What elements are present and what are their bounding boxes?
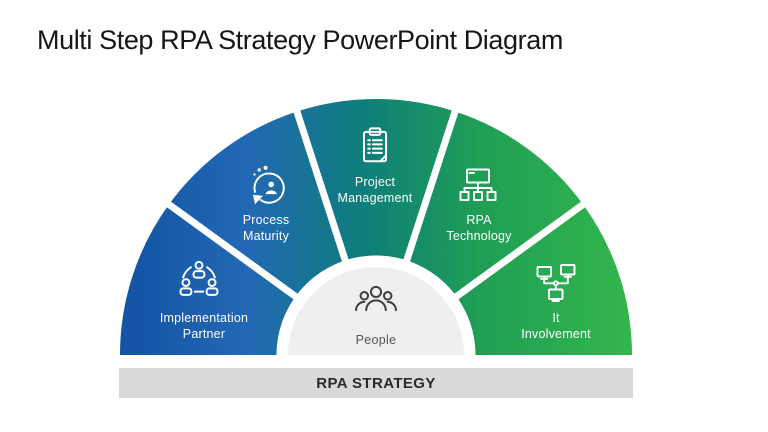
segment-label-process-maturity: Process Maturity [242, 213, 290, 243]
segment-label-implementation-partner: Implementation Partner [159, 311, 249, 341]
center-hub-label: People [355, 333, 397, 347]
segment-label-it-involvement: It Involvement [521, 311, 591, 341]
people-group-icon [353, 279, 399, 325]
segment-project-management [296, 98, 456, 355]
segment-label-rpa-technology: RPA Technology [446, 213, 512, 243]
segment-label-project-management: Project Management [337, 175, 413, 205]
clipboard-checklist-icon [354, 125, 396, 167]
computer-network-icon [533, 261, 579, 307]
rpa-strategy-gauge [120, 98, 632, 357]
org-chart-icon [456, 164, 500, 208]
process-cycle-icon [242, 163, 290, 211]
rpa-strategy-bar-label: RPA STRATEGY [316, 374, 436, 392]
rpa-strategy-bar: RPA STRATEGY [119, 368, 633, 398]
team-network-icon [176, 258, 222, 304]
slide-title: Multi Step RPA Strategy PowerPoint Diagr… [37, 25, 563, 55]
center-hub [288, 267, 464, 355]
